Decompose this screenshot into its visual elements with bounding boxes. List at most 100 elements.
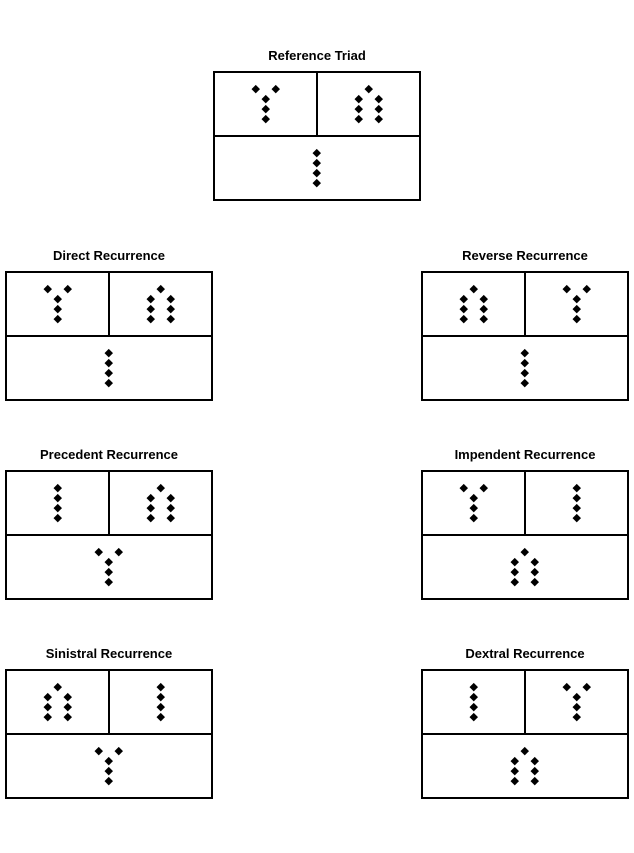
diagram-precedent-recurrence: Precedent Recurrence (5, 447, 213, 600)
glyph-pattern (562, 683, 592, 721)
diamond-icon (459, 484, 468, 492)
diamond-icon (43, 693, 52, 701)
diagram-dextral-recurrence: Dextral Recurrence (421, 646, 629, 799)
glyph-pattern (510, 747, 540, 785)
diamond-icon (146, 504, 155, 512)
diamond-icon (261, 115, 270, 123)
diamond-icon (521, 747, 529, 755)
cell-top-left (7, 671, 108, 733)
diamond-icon (95, 747, 103, 755)
diamond-icon (531, 757, 539, 765)
diamond-icon (105, 558, 113, 566)
diamond-icon (53, 305, 62, 313)
diamond-icon (313, 179, 321, 187)
glyph-pattern (146, 285, 176, 323)
glyph-pattern (459, 484, 489, 522)
diamond-icon (511, 757, 519, 765)
diamond-icon (261, 105, 270, 113)
diamond-icon (572, 484, 581, 492)
diamond-icon (43, 713, 52, 721)
diamond-icon (479, 315, 488, 323)
diamond-icon (479, 305, 488, 313)
diamond-icon (105, 369, 113, 377)
triad-top-row (215, 73, 419, 137)
diamond-icon (43, 285, 52, 293)
diamond-icon (521, 379, 529, 387)
diagram-reference-triad: Reference Triad (213, 48, 421, 201)
diamond-icon (531, 568, 539, 576)
diamond-icon (521, 548, 529, 556)
diagram-title: Dextral Recurrence (465, 646, 585, 661)
glyph-pattern (43, 285, 73, 323)
cell-top-left (423, 273, 524, 335)
diamond-icon (53, 504, 62, 512)
cell-top-right (316, 73, 419, 135)
diamond-icon (562, 683, 571, 691)
triad-top-row (7, 671, 211, 735)
diamond-icon (146, 315, 155, 323)
cell-bottom (7, 735, 211, 797)
diagram-title: Reverse Recurrence (462, 248, 588, 263)
diamond-icon (459, 295, 468, 303)
triad-top-row (423, 472, 627, 536)
diamond-icon (261, 95, 270, 103)
diamond-icon (43, 703, 52, 711)
diamond-icon (354, 115, 363, 123)
diamond-icon (469, 494, 478, 502)
diamond-icon (156, 713, 165, 721)
cell-bottom (423, 735, 627, 797)
triad-top-row (7, 273, 211, 337)
cell-top-right (108, 671, 211, 733)
glyph-pattern (459, 683, 489, 721)
diamond-icon (469, 713, 478, 721)
cell-bottom (423, 337, 627, 399)
diamond-icon (166, 295, 175, 303)
diamond-icon (313, 169, 321, 177)
diamond-icon (156, 683, 165, 691)
diamond-icon (53, 683, 62, 691)
diamond-icon (364, 85, 373, 93)
cell-bottom (7, 337, 211, 399)
diamond-icon (469, 504, 478, 512)
diagram-reverse-recurrence: Reverse Recurrence (421, 248, 629, 401)
diamond-icon (156, 703, 165, 711)
diamond-icon (156, 693, 165, 701)
diagram-title: Direct Recurrence (53, 248, 165, 263)
diamond-icon (572, 703, 581, 711)
cell-top-left (215, 73, 316, 135)
cell-bottom (215, 137, 419, 199)
diagram-title: Impendent Recurrence (454, 447, 596, 462)
diamond-icon (146, 514, 155, 522)
diamond-icon (105, 359, 113, 367)
diamond-icon (479, 484, 488, 492)
glyph-pattern (146, 484, 176, 522)
diamond-icon (572, 504, 581, 512)
diamond-icon (146, 494, 155, 502)
cell-top-right (524, 671, 627, 733)
triad-box (5, 470, 213, 600)
diagram-title: Sinistral Recurrence (45, 646, 173, 661)
diamond-icon (115, 747, 123, 755)
diamond-icon (582, 285, 591, 293)
diagram-sinistral-recurrence: Sinistral Recurrence (5, 646, 213, 799)
diamond-icon (156, 484, 165, 492)
diamond-icon (374, 95, 383, 103)
triad-box (5, 669, 213, 799)
triad-top-row (7, 472, 211, 536)
diamond-icon (511, 777, 519, 785)
diamond-icon (572, 295, 581, 303)
diamond-icon (374, 115, 383, 123)
glyph-pattern (43, 683, 73, 721)
glyph-pattern (459, 285, 489, 323)
triad-box (5, 271, 213, 401)
cell-top-right (108, 273, 211, 335)
diamond-icon (313, 149, 321, 157)
triad-box (421, 470, 629, 600)
triad-box (213, 71, 421, 201)
diamond-icon (469, 683, 478, 691)
diagram-title: Precedent Recurrence (39, 447, 178, 462)
diamond-icon (459, 315, 468, 323)
glyph-pattern (562, 285, 592, 323)
glyph-pattern (94, 548, 124, 586)
diamond-icon (521, 369, 529, 377)
